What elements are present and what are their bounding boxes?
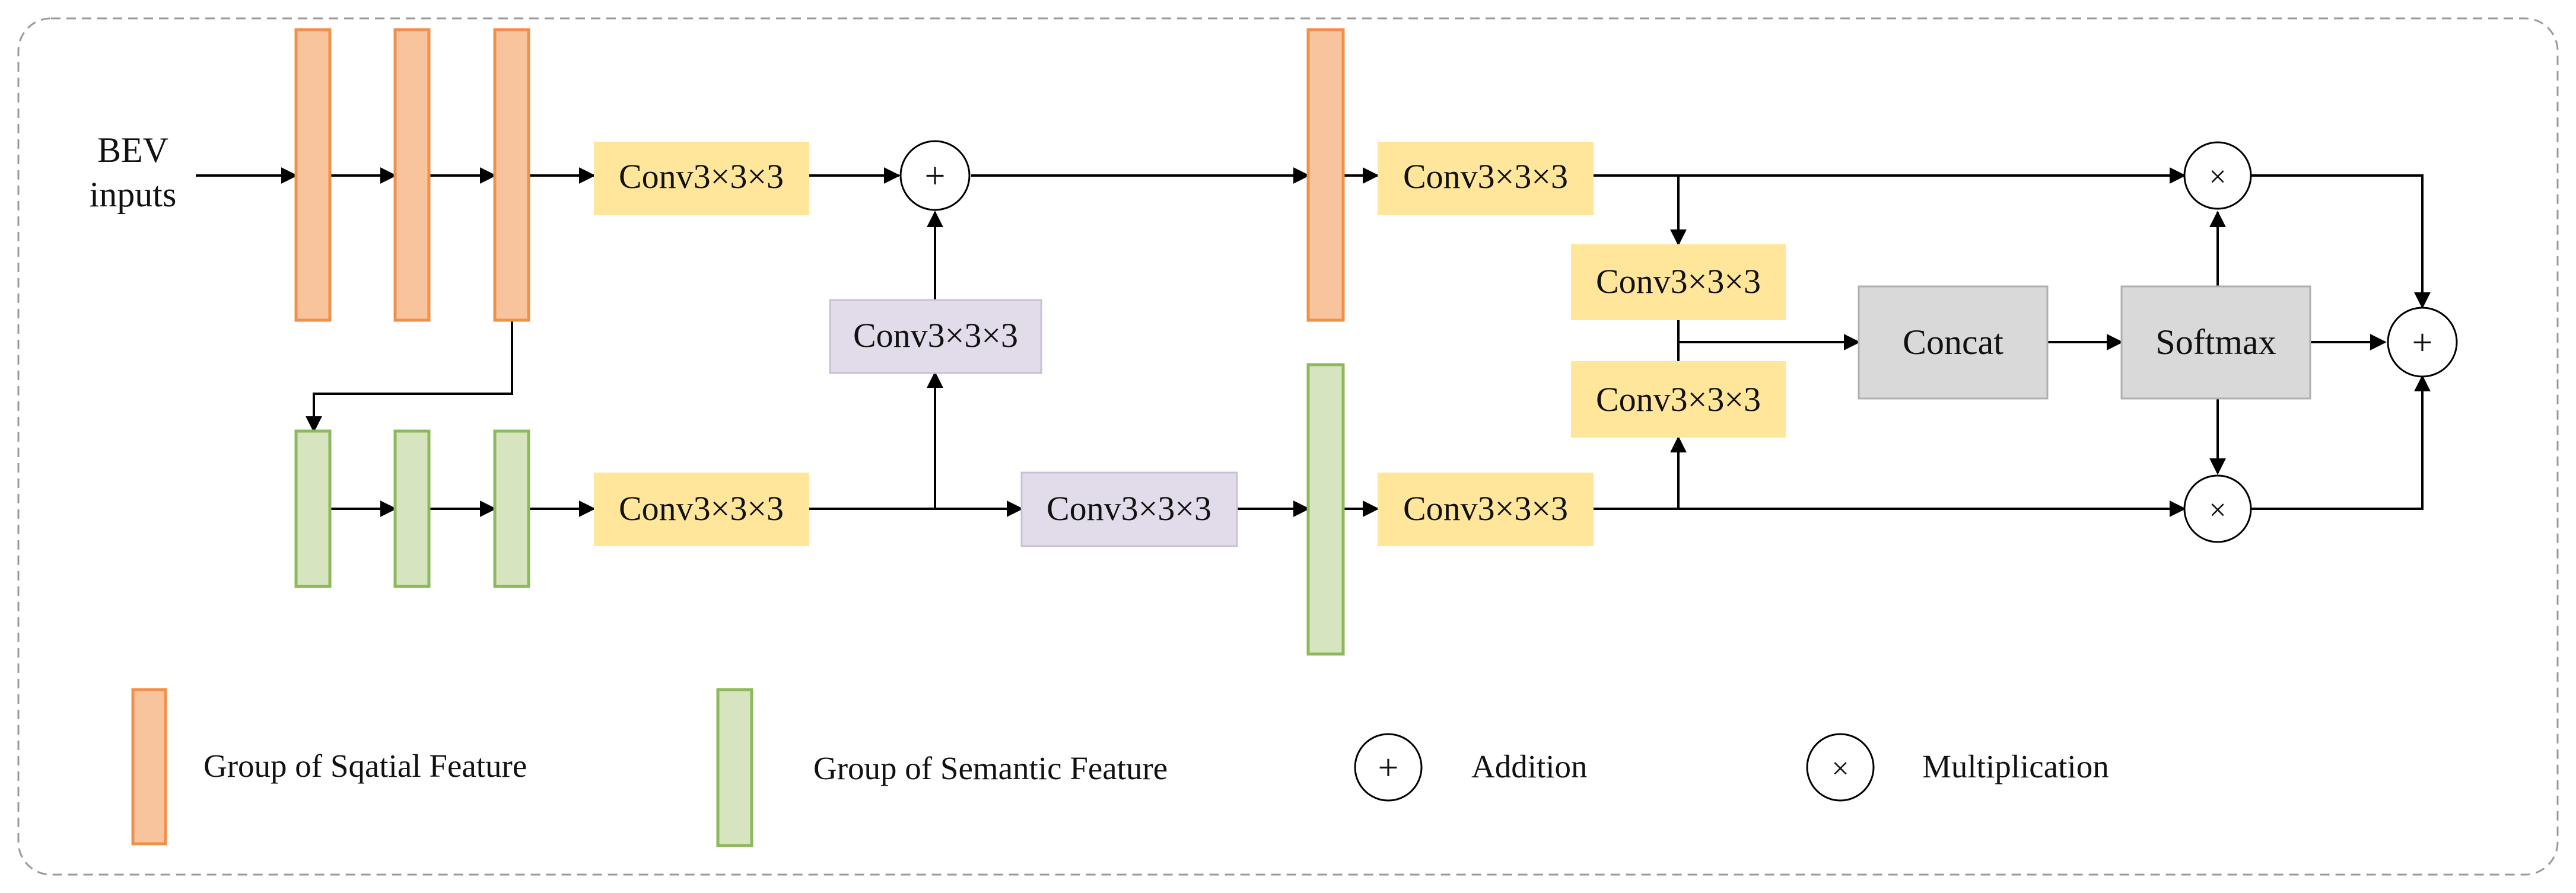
softmax-block: Softmax — [2120, 285, 2311, 400]
arrow-spatial-to-semantic — [306, 320, 513, 433]
conv-block-semantic: Conv3×3×3 — [594, 473, 809, 546]
addition-symbol: + — [2412, 323, 2433, 363]
concat-block: Concat — [1858, 285, 2049, 400]
semantic-feature-group — [294, 363, 1345, 656]
legend-addition-label: Addition — [1471, 748, 1588, 784]
legend-multiplication-label: Multiplication — [1922, 748, 2109, 784]
multiplication-operator-top: × — [2183, 141, 2252, 210]
conv-block-branch-top: Conv3×3×3 — [1571, 244, 1786, 320]
conv-label: Conv3×3×3 — [1047, 489, 1211, 528]
input-label-bev: BEV — [97, 130, 168, 170]
conv-label: Conv3×3×3 — [1596, 380, 1761, 419]
legend-multiplication-icon — [1806, 733, 1875, 802]
spatial-feature-bar — [393, 28, 431, 322]
input-label-inputs: inputs — [90, 175, 177, 214]
legend-spatial-swatch — [131, 688, 167, 846]
semantic-fused-feature-bar — [1306, 363, 1345, 656]
spatial-fused-feature-bar — [1306, 28, 1345, 322]
multiplication-symbol: × — [2209, 160, 2226, 194]
semantic-feature-bar — [493, 429, 530, 588]
conv-label: Conv3×3×3 — [619, 157, 784, 196]
legend-multiplication-symbol: × — [1831, 752, 1849, 786]
addition-symbol: + — [925, 156, 946, 196]
semantic-feature-bar — [393, 429, 431, 588]
conv-block-branch-bottom: Conv3×3×3 — [1571, 361, 1786, 438]
concat-label: Concat — [1903, 323, 2003, 362]
conv-label: Conv3×3×3 — [853, 316, 1018, 355]
legend-semantic-swatch — [716, 688, 753, 847]
legend: Group of Sqatial Feature Group of Semant… — [131, 688, 2109, 847]
conv-label: Conv3×3×3 — [1403, 157, 1568, 196]
semantic-feature-bar — [294, 429, 332, 588]
conv-label: Conv3×3×3 — [619, 489, 784, 528]
legend-addition-symbol: + — [1378, 748, 1399, 788]
conv-block-spatial: Conv3×3×3 — [594, 142, 809, 215]
conv-label: Conv3×3×3 — [1403, 489, 1568, 528]
multiplication-symbol: × — [2209, 493, 2226, 527]
connectors — [196, 167, 2431, 517]
conv-block-fused-semantic: Conv3×3×3 — [1378, 473, 1594, 546]
outer-frame — [17, 17, 2559, 876]
spatial-feature-bar — [294, 28, 332, 322]
spatial-feature-bar — [493, 28, 530, 322]
conv-block-semantic-to-spatial: Conv3×3×3 — [829, 299, 1042, 374]
addition-operator: + — [899, 140, 971, 211]
legend-addition-icon — [1354, 733, 1423, 802]
line-mult-to-final-add — [2250, 174, 2431, 309]
final-addition-operator: + — [2387, 307, 2458, 378]
conv-label: Conv3×3×3 — [1596, 262, 1761, 301]
conv-block-fused-spatial: Conv3×3×3 — [1378, 142, 1594, 215]
legend-semantic-label: Group of Semantic Feature — [813, 750, 1168, 786]
multiplication-operator-bottom: × — [2183, 474, 2252, 543]
conv-block-semantic-mid: Conv3×3×3 — [1020, 471, 1238, 547]
softmax-label: Softmax — [2155, 323, 2276, 362]
line-mult-bottom-to-final-add — [2250, 375, 2431, 510]
spatial-feature-group — [294, 28, 1345, 322]
legend-spatial-label: Group of Sqatial Feature — [203, 748, 527, 784]
